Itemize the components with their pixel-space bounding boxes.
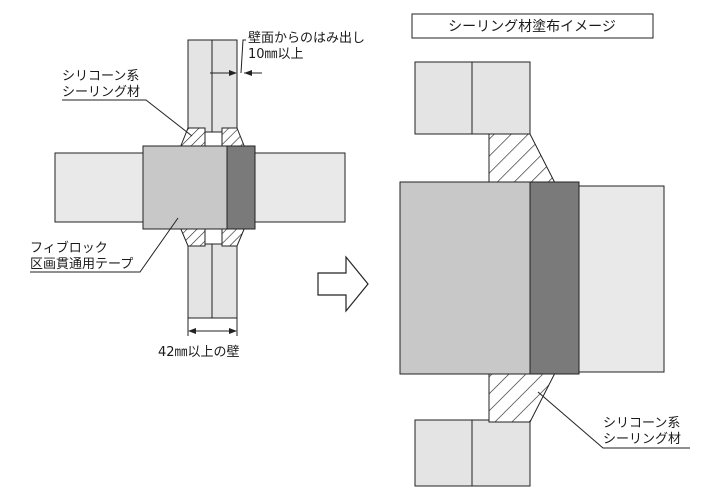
title-box bbox=[411, 13, 654, 39]
sealant-upper-right bbox=[488, 133, 556, 184]
tape-label-line1: フィブロック bbox=[30, 240, 108, 256]
fire-tape-right bbox=[399, 181, 531, 375]
fire-tape-left bbox=[142, 145, 256, 230]
protrusion-label-line2: 10㎜以上 bbox=[248, 47, 304, 62]
protrusion-label-line1: 壁面からのはみ出し bbox=[248, 31, 365, 46]
left-cross-section: 壁面からのはみ出し 10㎜以上 シリコーン系 シーリング材 フィブロック 区画貫… bbox=[30, 31, 365, 360]
wall-thickness-label: 42㎜以上の壁 bbox=[158, 345, 240, 360]
sealant-leader-left bbox=[62, 99, 193, 137]
right-close-up: シーリング材塗布イメージ シリコーン系 シーリング材 bbox=[399, 13, 690, 487]
sealant-lower-left bbox=[179, 226, 246, 247]
sealant-label-right-line1: シリコーン系 bbox=[603, 416, 680, 431]
tape-label-line2: 区画貫通用テープ bbox=[30, 257, 133, 272]
sealant-leader-right bbox=[537, 391, 690, 449]
sealant-label-right-line2: シーリング材 bbox=[603, 432, 681, 447]
wall-lower bbox=[187, 243, 238, 319]
hollow-right-arrow-icon bbox=[317, 255, 369, 313]
fire-tape-right-dark bbox=[529, 181, 580, 375]
sealant-label-left-line1: シリコーン系 bbox=[62, 69, 139, 84]
protrusion-dimension bbox=[210, 39, 262, 100]
wall-lower-right bbox=[414, 419, 531, 487]
sealant-upper-left bbox=[179, 127, 246, 149]
tape-leader bbox=[30, 217, 179, 273]
wall-upper-right bbox=[414, 61, 531, 135]
sealant-label-left-line2: シーリング材 bbox=[62, 85, 140, 100]
close-up-title: シーリング材塗布イメージ bbox=[448, 18, 616, 35]
wall-thickness-dimension bbox=[187, 318, 238, 336]
wall-upper bbox=[187, 39, 238, 133]
